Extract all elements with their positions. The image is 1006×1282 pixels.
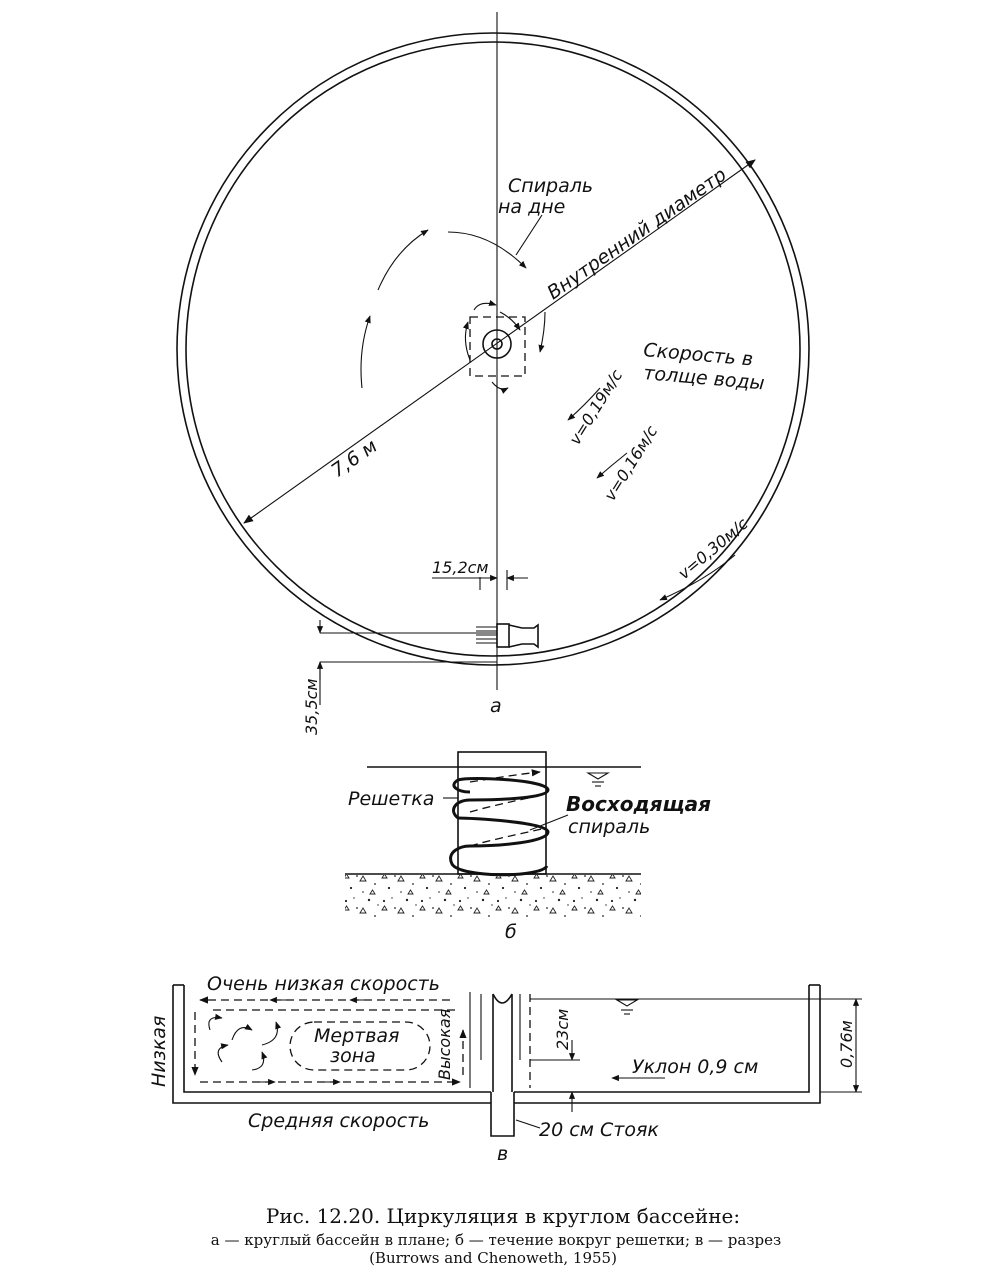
spiral-arrow [377,229,429,291]
rising-spiral [457,816,550,848]
outlet-nozzle [508,623,539,649]
eddy [251,1051,268,1071]
eddy [217,1043,229,1063]
center-pipe-outer [482,329,512,359]
velocity-arrow-2 [596,452,628,479]
grate-cylinder [457,751,547,875]
velocity-arrow-1 [567,387,601,421]
pool-outer-wall [176,32,810,666]
spiral-back [469,769,541,783]
label-panel-a: а [490,695,502,717]
spiral-leader [515,214,543,256]
tank-left-wall [172,985,491,1104]
caption-line-2: (Burrows and Chenoweth, 1955) [369,1249,617,1267]
label-medium: Средняя скорость [248,1110,429,1132]
tank-left-wall-inner [183,985,491,1093]
caption: Рис. 12.20. Циркуляция в круглом бассейн… [211,1204,781,1267]
label-dead-1: Мертвая [314,1025,399,1047]
ground-fill [345,875,641,917]
spiral-arrow [499,311,521,331]
eddy [261,1021,282,1046]
label-v1: v=0,19м/с [565,366,626,448]
label-panel-b: б [505,921,517,943]
tank-right-wall-inner [514,985,810,1093]
label-high: Высокая [435,1008,454,1080]
caption-title: Рис. 12.20. Циркуляция в круглом бассейн… [266,1204,740,1228]
caption-line-1: а — круглый бассейн в плане; б — течение… [211,1231,781,1249]
label-rising-1: Восходящая [566,792,711,816]
eddy [208,1013,223,1031]
rising-spiral [449,844,549,877]
label-dim-076: 0,76м [837,1020,856,1068]
diameter-line [243,159,756,524]
spiral-leader [529,814,569,831]
label-low: Низкая [148,1016,170,1087]
outlet-box [496,623,510,648]
center-pipe-inner [491,338,503,350]
label-radius: 7,6 м [327,435,381,482]
center-grate-square [469,316,526,377]
water-level-mark [586,772,610,780]
spiral-arrow [491,381,509,394]
panel-b: Решетка Восходящая спираль б [345,751,711,943]
eddy [231,1023,253,1041]
panel-c: Мертвая зона Очень низкая скорость Низка… [148,973,862,1165]
spiral-arrow [538,311,546,353]
label-panel-c: в [497,1143,508,1165]
spiral-arrow [462,321,471,361]
pool-inner-wall [185,41,801,657]
panel-a: Спираль на дне Внутренний диаметр 7,6 м … [176,12,810,736]
label-dim-23: 23см [553,1009,572,1050]
label-riser: 20 см Стояк [539,1119,659,1141]
label-v2: v=0,16м/с [600,422,661,504]
label-v3: v=0,30м/с [674,514,751,583]
spiral-back [469,793,547,813]
spiral-arrow [473,299,497,311]
label-spiral-bottom-2: на дне [498,196,565,218]
label-slope: Уклон 0,9 см [632,1056,758,1078]
riser-pipe [490,1092,515,1137]
tank-right-wall [514,985,821,1104]
riser-top [492,993,513,1004]
label-spiral-bottom-1: Спираль [508,175,593,197]
velocity-arrow-3 [659,554,736,601]
label-grate: Решетка [348,788,434,810]
riser-leader [515,1119,541,1129]
label-dead-2: зона [330,1045,376,1067]
rising-spiral [452,776,550,820]
spiral-back [469,827,547,847]
label-very-low: Очень низкая скорость [207,973,440,995]
label-dim-355: 35,5см [302,679,321,736]
label-dim-152: 15,2см [432,558,489,577]
water-level-mark [615,999,639,1007]
spiral-arrow [447,231,527,269]
dead-zone [289,1021,431,1071]
spiral-arrow [360,315,371,389]
label-rising-2: спираль [568,816,650,838]
